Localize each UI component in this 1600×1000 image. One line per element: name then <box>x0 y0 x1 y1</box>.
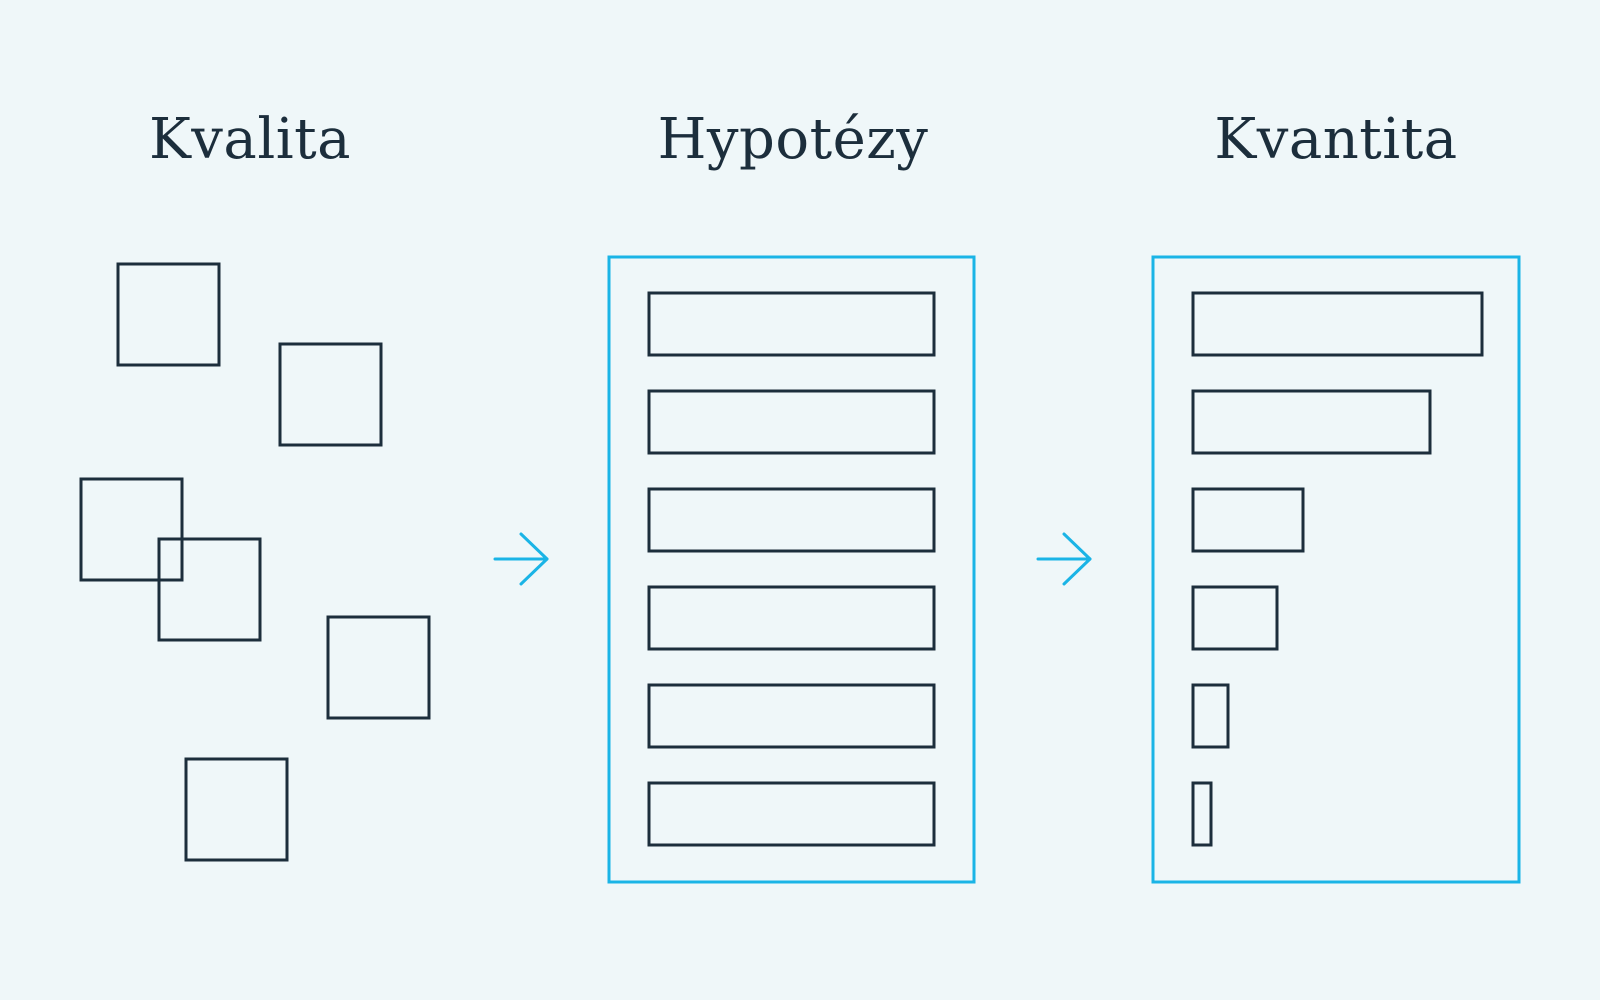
quality-square <box>278 342 383 447</box>
quality-square <box>184 757 289 862</box>
quality-square <box>157 537 262 642</box>
hypothesis-bar <box>647 781 936 847</box>
hypotheses-panel <box>607 255 976 884</box>
quantity-bar <box>1191 683 1230 749</box>
hypothesis-bar <box>647 585 936 651</box>
column-title-quality: Kvalita <box>148 107 352 172</box>
quantity-bar <box>1191 291 1484 357</box>
hypotheses-bars <box>647 291 936 847</box>
quantity-bar <box>1191 389 1432 455</box>
quality-square <box>116 262 221 367</box>
hypothesis-bar <box>647 291 936 357</box>
quantity-bar <box>1191 585 1279 651</box>
quality-square <box>326 615 431 720</box>
hypothesis-bar <box>647 487 936 553</box>
quality-square <box>79 477 184 582</box>
arrow-right-icon <box>493 532 549 586</box>
hypothesis-bar <box>647 683 936 749</box>
quantity-bar <box>1191 781 1213 847</box>
quantity-bars <box>1191 291 1484 847</box>
hypothesis-bar <box>647 389 936 455</box>
quality-squares <box>79 262 431 862</box>
quantity-bar <box>1191 487 1305 553</box>
quantity-panel <box>1151 255 1521 884</box>
arrow-right-icon <box>1036 532 1092 586</box>
column-title-quantity: Kvantita <box>1214 107 1458 172</box>
column-title-hypotheses: Hypotézy <box>657 107 929 172</box>
